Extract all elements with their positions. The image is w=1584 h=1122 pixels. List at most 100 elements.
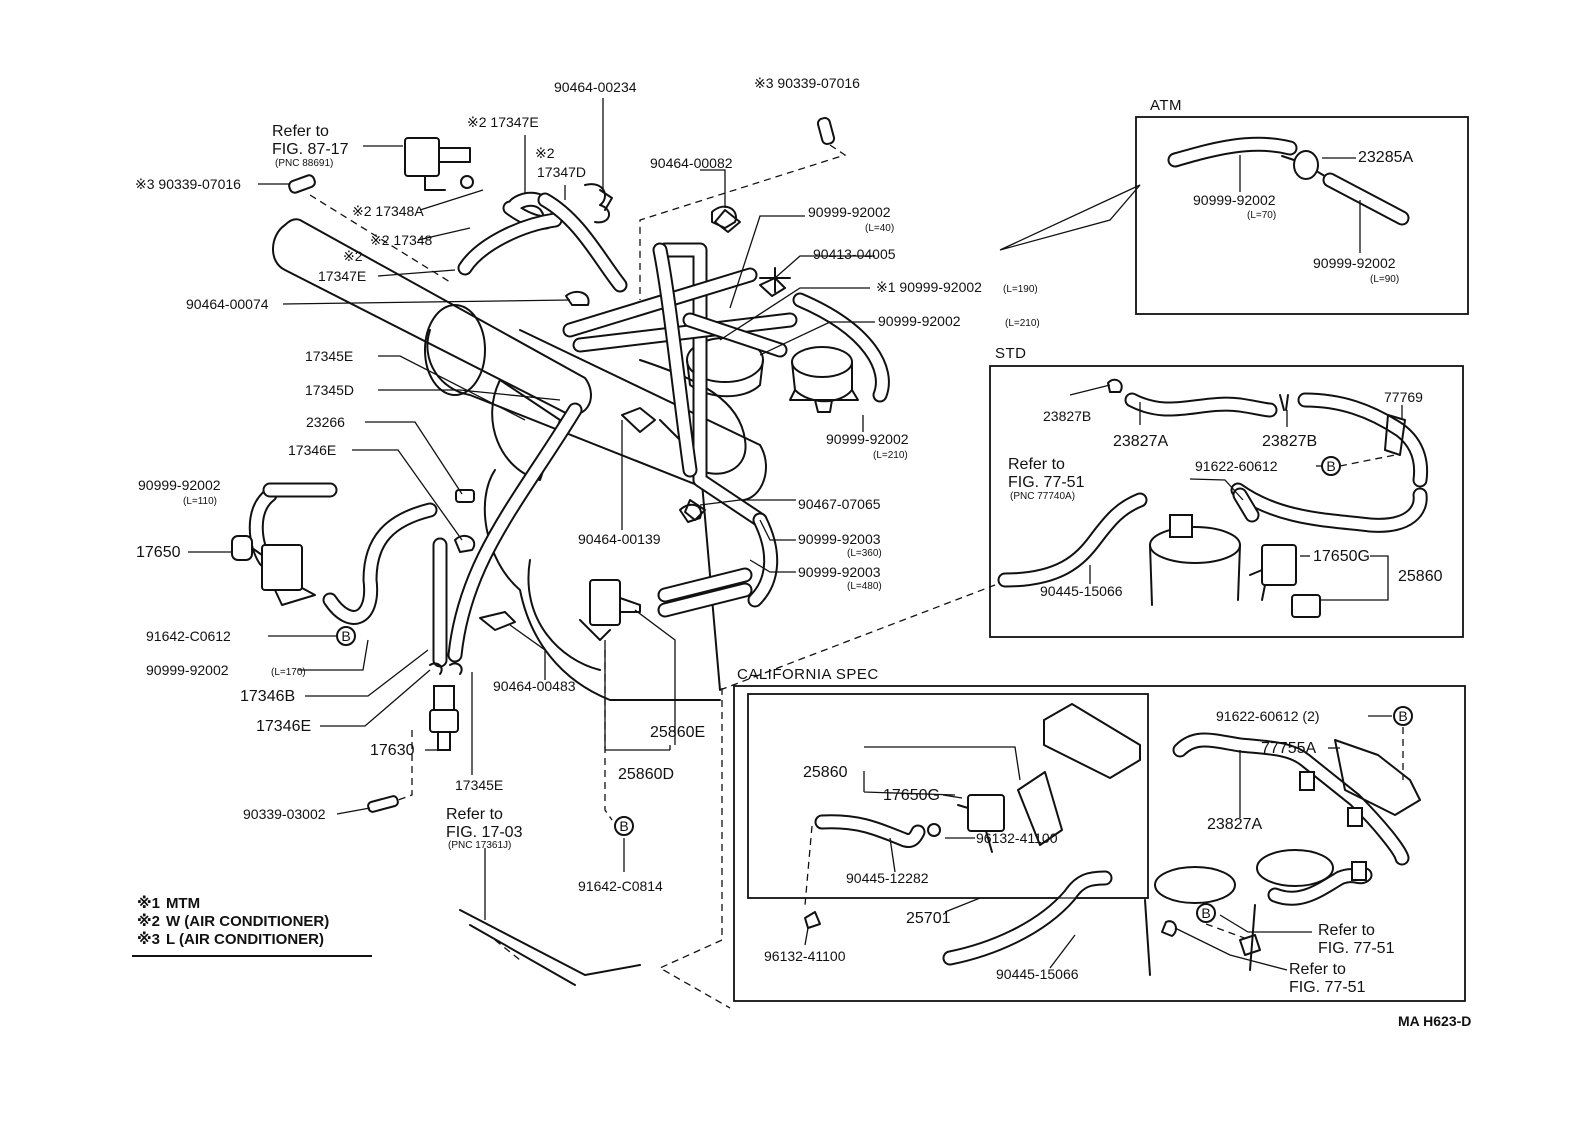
california-inset: CALIFORNIA SPEC B B xyxy=(733,666,1466,1002)
std-callout-b-text: B xyxy=(1326,458,1335,474)
atm-label-90999-92002-l70: 90999-92002 xyxy=(1193,192,1276,208)
std-refer-line2: FIG. 77-51 xyxy=(1008,474,1085,491)
std-label-91622-60612: 91622-60612 xyxy=(1195,458,1278,474)
label-17347d: 17347D xyxy=(537,164,586,180)
label-90464-00139: 90464-00139 xyxy=(578,531,661,547)
california-label-91622-60612: 91622-60612 (2) xyxy=(1216,708,1320,724)
inset-connectors xyxy=(658,184,1141,1009)
label-90339-07016-top: ※3 90339-07016 xyxy=(754,75,860,91)
label-l480: (L=480) xyxy=(847,581,882,592)
california-label-90445-15066: 90445-15066 xyxy=(996,966,1079,982)
california-refer2-line2: FIG. 77-51 xyxy=(1289,979,1366,996)
california-callout-b-top xyxy=(1393,706,1413,726)
california-title: CALIFORNIA SPEC xyxy=(737,666,879,683)
california-callout-b-canister xyxy=(1196,903,1216,923)
label-90339-03002: 90339-03002 xyxy=(243,806,326,822)
label-17348: ※2 17348 xyxy=(370,232,433,248)
california-callout-b-canister-text: B xyxy=(1201,905,1210,921)
std-label-23827a: 23827A xyxy=(1113,433,1168,450)
callout-b-text: B xyxy=(619,818,628,834)
label-90999-92002-l110: 90999-92002 xyxy=(138,477,221,493)
label-90999-92002-l190: ※1 90999-92002 xyxy=(876,279,982,295)
label-l210a: (L=210) xyxy=(1005,318,1040,329)
california-refer1-line2: FIG. 77-51 xyxy=(1318,940,1395,957)
callout-b-text: B xyxy=(341,628,350,644)
std-frame xyxy=(989,365,1464,638)
label-17345e-a: 17345E xyxy=(305,348,353,364)
california-refer2-line1: Refer to xyxy=(1289,961,1346,978)
std-label-17650g: 17650G xyxy=(1313,548,1370,565)
callout-b-91642-c0612 xyxy=(336,626,356,646)
california-subframe xyxy=(747,693,1149,899)
label-l190: (L=190) xyxy=(1003,284,1038,295)
label-25860e: 25860E xyxy=(650,724,705,741)
label-90464-00234: 90464-00234 xyxy=(554,79,637,95)
label-l210b: (L=210) xyxy=(873,450,908,461)
atm-label-l70: (L=70) xyxy=(1247,210,1276,221)
label-17347d-mark: ※2 xyxy=(535,145,555,161)
atm-title: ATM xyxy=(1150,97,1182,114)
diagram-id: MA H623-D xyxy=(1398,1013,1471,1029)
label-l360: (L=360) xyxy=(847,548,882,559)
label-17348a: ※2 17348A xyxy=(352,203,424,219)
atm-label-l90: (L=90) xyxy=(1370,274,1399,285)
std-label-23827b-b: 23827B xyxy=(1262,433,1317,450)
label-90464-00074: 90464-00074 xyxy=(186,296,269,312)
std-label-77769: 77769 xyxy=(1384,389,1423,405)
refer-17-03-line3: (PNC 17361J) xyxy=(448,840,511,851)
label-l170: (L=170) xyxy=(271,667,306,678)
main-labels: 90464-00234 ※3 90339-07016 ※2 17347E ※2 … xyxy=(135,75,1040,894)
label-90464-00082: 90464-00082 xyxy=(650,155,733,171)
label-90999-92002-l40: 90999-92002 xyxy=(808,204,891,220)
label-91642-c0612: 91642-C0612 xyxy=(146,628,231,644)
label-25860d: 25860D xyxy=(618,766,674,783)
label-90339-07016-left: ※3 90339-07016 xyxy=(135,176,241,192)
california-refer1-line1: Refer to xyxy=(1318,922,1375,939)
main-hoses xyxy=(248,191,890,668)
california-label-96132-41100-b: 96132-41100 xyxy=(764,948,846,964)
std-refer-line3: (PNC 77740A) xyxy=(1010,491,1075,502)
label-l110: (L=110) xyxy=(183,496,217,507)
callout-b-markers: B B xyxy=(336,626,634,836)
label-90999-92003-l360: 90999-92003 xyxy=(798,531,881,547)
std-label-23827b-a: 23827B xyxy=(1043,408,1091,424)
label-17346e-b: 17346E xyxy=(256,718,311,735)
refer-17-03-line1: Refer to xyxy=(446,806,503,823)
label-90999-92002-l210a: 90999-92002 xyxy=(878,313,961,329)
atm-inset: ATM 23285A 90999-92002 (L=70) 90999-9200… xyxy=(1135,97,1469,315)
label-23266: 23266 xyxy=(306,414,345,430)
label-17347e: 17347E xyxy=(318,268,366,284)
label-l40: (L=40) xyxy=(865,223,894,234)
california-frame xyxy=(733,685,1466,1002)
main-components xyxy=(231,209,791,813)
california-label-23827a: 23827A xyxy=(1207,816,1262,833)
label-17650: 17650 xyxy=(136,544,181,561)
std-title: STD xyxy=(995,345,1027,362)
label-90467-07065: 90467-07065 xyxy=(798,496,881,512)
atm-label-90999-92002-l90: 90999-92002 xyxy=(1313,255,1396,271)
label-17345e-b: 17345E xyxy=(455,777,503,793)
std-refer-line1: Refer to xyxy=(1008,456,1065,473)
label-90413-04005: 90413-04005 xyxy=(813,246,896,262)
california-callout-b-top-text: B xyxy=(1398,708,1407,724)
label-90999-92002-l170: 90999-92002 xyxy=(146,662,229,678)
atm-label-23285a: 23285A xyxy=(1358,149,1413,166)
label-17630: 17630 xyxy=(370,742,415,759)
leader-lines-main xyxy=(188,98,875,920)
refer-87-17-line1: Refer to xyxy=(272,123,329,140)
std-label-25860: 25860 xyxy=(1398,568,1443,585)
label-17347e-top: ※2 17347E xyxy=(467,114,539,130)
label-17346b: 17346B xyxy=(240,688,295,705)
std-inset: STD B 23827B 23827 xyxy=(989,345,1464,638)
label-90464-00483: 90464-00483 xyxy=(493,678,576,694)
california-label-17650g: 17650G xyxy=(883,787,940,804)
california-label-25860: 25860 xyxy=(803,764,848,781)
atm-frame xyxy=(1135,116,1469,315)
refer-87-17-line2: FIG. 87-17 xyxy=(272,141,349,158)
refer-87-17-line3: (PNC 88691) xyxy=(275,158,333,169)
label-17345d: 17345D xyxy=(305,382,354,398)
